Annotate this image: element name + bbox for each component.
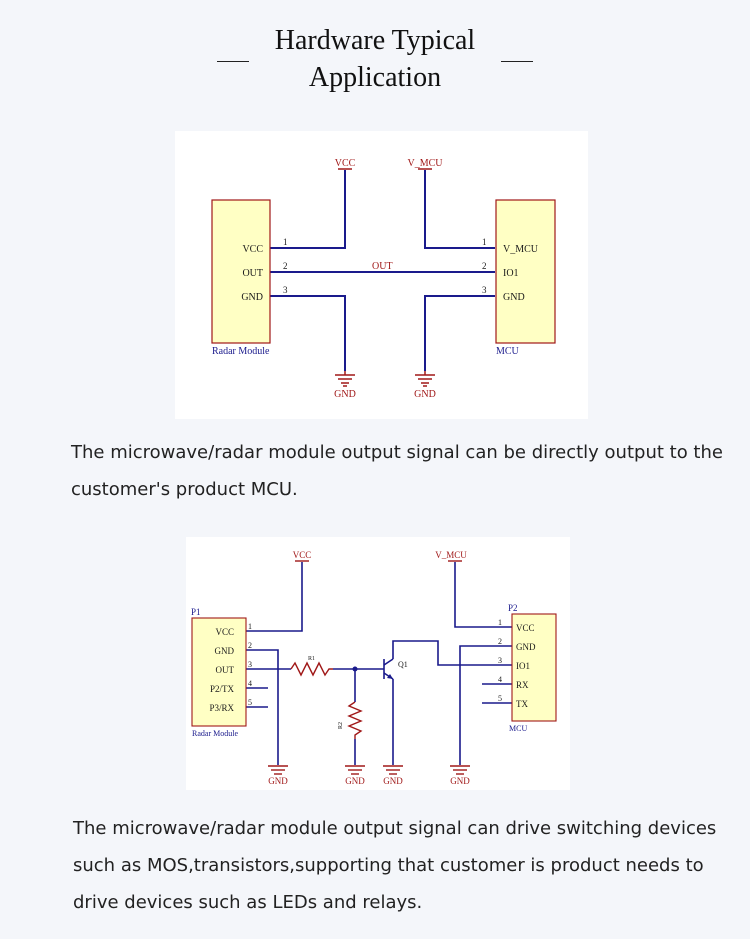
description-2-line-2: such as MOS,transistors,supporting that … bbox=[73, 855, 704, 876]
description-2-line-1: The microwave/radar module output signal… bbox=[73, 818, 717, 839]
gnd-label-emitter: GND bbox=[383, 776, 403, 786]
gnd-symbol-left bbox=[335, 371, 355, 387]
wire-v-mcu bbox=[424, 170, 495, 249]
p2-pin-num-5: 5 bbox=[498, 694, 502, 703]
radar-module-caption: Radar Module bbox=[212, 346, 270, 357]
vcc-label: VCC bbox=[293, 550, 312, 560]
title-dash-right bbox=[501, 61, 533, 62]
p1-pin-label-tx: P2/TX bbox=[210, 684, 235, 694]
title-line-2: Application bbox=[308, 62, 442, 93]
description-direct-mcu: The microwave/radar module output signal… bbox=[71, 434, 731, 508]
p1-box bbox=[191, 617, 247, 727]
description-2-line-3: drive devices such as LEDs and relays. bbox=[73, 892, 423, 913]
wire-gnd-radar bbox=[270, 295, 346, 371]
mcu-pin-num-3: 3 bbox=[482, 285, 487, 295]
p2-pin-label-io1: IO1 bbox=[516, 661, 530, 671]
p2-pin-label-rx: RX bbox=[516, 680, 529, 690]
radar-pin-num-3: 3 bbox=[283, 285, 288, 295]
p1-pin-num-1: 1 bbox=[248, 622, 252, 631]
wire-p1-gnd bbox=[246, 649, 279, 765]
resistor-r2 bbox=[347, 701, 363, 739]
p2-pin-label-vcc: VCC bbox=[516, 623, 535, 633]
p1-pin-label-rx: P3/RX bbox=[209, 703, 234, 713]
wire-p1-vcc bbox=[246, 562, 303, 632]
description-transistor-switch: The microwave/radar module output signal… bbox=[73, 810, 733, 921]
p1-pin-num-4: 4 bbox=[248, 679, 252, 688]
resistor-r1 bbox=[290, 661, 333, 677]
mcu-pin-num-1: 1 bbox=[482, 237, 487, 247]
wire-p2-gnd bbox=[459, 645, 512, 765]
p1-caption: Radar Module bbox=[192, 729, 238, 738]
gnd-label-p2: GND bbox=[450, 776, 470, 786]
q1-label: Q1 bbox=[398, 660, 408, 669]
gnd-label-left: GND bbox=[334, 389, 356, 400]
wire-gnd-mcu bbox=[424, 295, 495, 371]
radar-module-box bbox=[211, 199, 271, 344]
mcu-caption: MCU bbox=[496, 346, 520, 357]
gnd-symbol-r2 bbox=[345, 765, 365, 775]
p1-pin-num-5: 5 bbox=[248, 698, 252, 707]
gnd-symbol-emitter bbox=[383, 765, 403, 775]
r2-label: R2 bbox=[338, 722, 344, 729]
p1-pin-num-2: 2 bbox=[248, 641, 252, 650]
radar-pin-label-gnd: GND bbox=[241, 292, 263, 303]
gnd-label-p1: GND bbox=[268, 776, 288, 786]
p1-pin-num-3: 3 bbox=[248, 660, 252, 669]
p1-pin-label-vcc: VCC bbox=[215, 627, 234, 637]
radar-pin-label-vcc: VCC bbox=[242, 244, 263, 255]
description-1-line-2: customer's product MCU. bbox=[71, 479, 298, 500]
v-mcu-label: V_MCU bbox=[435, 550, 467, 560]
mcu-pin-label-gnd: GND bbox=[503, 292, 525, 303]
p2-pin-num-1: 1 bbox=[498, 618, 502, 627]
mcu-box bbox=[495, 199, 556, 344]
radar-pin-num-2: 2 bbox=[283, 261, 288, 271]
p2-caption: MCU bbox=[509, 724, 527, 733]
gnd-symbol-p1 bbox=[268, 765, 288, 775]
r1-label: R1 bbox=[308, 656, 315, 662]
mcu-pin-num-2: 2 bbox=[482, 261, 487, 271]
p2-pin-label-tx: TX bbox=[516, 699, 528, 709]
mcu-pin-label-v-mcu: V_MCU bbox=[503, 244, 539, 255]
p2-pin-num-3: 3 bbox=[498, 656, 502, 665]
p1-pin-label-out: OUT bbox=[216, 665, 235, 675]
wire-p2-vcc bbox=[454, 562, 512, 628]
wire-collector bbox=[392, 640, 512, 666]
description-1-line-1: The microwave/radar module output signal… bbox=[71, 442, 723, 463]
v-mcu-label: V_MCU bbox=[407, 158, 443, 169]
title-line-1: Hardware Typical bbox=[274, 25, 476, 56]
gnd-label-r2: GND bbox=[345, 776, 365, 786]
p2-pin-label-gnd: GND bbox=[516, 642, 536, 652]
page-title: Hardware Typical Application bbox=[0, 22, 750, 96]
p2-ref: P2 bbox=[508, 603, 518, 613]
vcc-label: VCC bbox=[335, 158, 356, 169]
p2-pin-num-2: 2 bbox=[498, 637, 502, 646]
p2-box bbox=[511, 613, 557, 722]
junction-dot bbox=[352, 666, 358, 672]
transistor-q1-arrow bbox=[387, 674, 393, 679]
radar-pin-label-out: OUT bbox=[242, 268, 263, 279]
wires bbox=[270, 170, 495, 371]
title-dash-left bbox=[217, 61, 249, 62]
mcu-pin-label-io1: IO1 bbox=[503, 268, 519, 279]
schematic-direct-mcu: VCC V_MCU GND GND OUT VCC OUT GND 1 2 3 … bbox=[175, 131, 588, 419]
gnd-label-right: GND bbox=[414, 389, 436, 400]
p2-pin-num-4: 4 bbox=[498, 675, 502, 684]
net-label-out: OUT bbox=[372, 261, 393, 272]
gnd-symbol-p2 bbox=[450, 765, 470, 775]
p1-ref: P1 bbox=[191, 607, 201, 617]
p1-pin-label-gnd: GND bbox=[215, 646, 235, 656]
gnd-symbol-right bbox=[415, 371, 435, 387]
radar-pin-num-1: 1 bbox=[283, 237, 288, 247]
schematic-transistor-switch: R1 R2 Q1 VCC bbox=[186, 537, 570, 790]
wire-vcc bbox=[270, 170, 346, 249]
wires bbox=[246, 562, 512, 765]
